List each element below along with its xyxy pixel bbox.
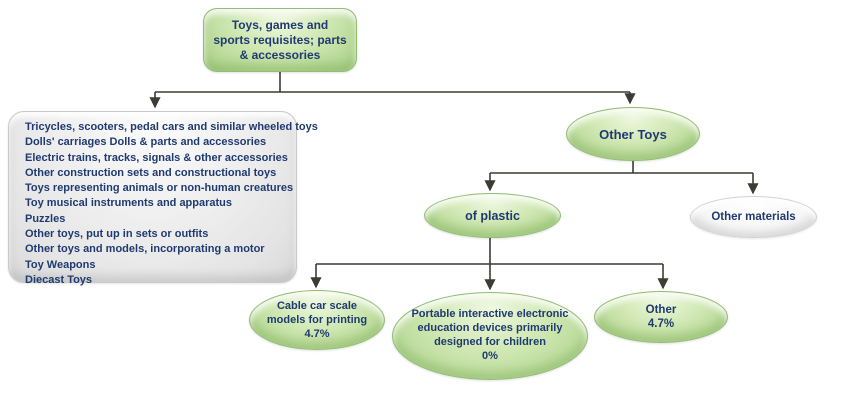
node-portable-devices-label: Portable interactive electronic educatio… <box>411 308 569 348</box>
node-other-toys: Other Toys <box>566 107 700 161</box>
node-of-plastic-label: of plastic <box>465 208 520 223</box>
node-other-materials: Other materials <box>690 196 817 238</box>
node-other-leaf: Other 4.7% <box>594 291 728 343</box>
node-other-leaf-label: Other <box>645 303 677 316</box>
node-cable-car-label: Cable car scale models for printing <box>266 300 368 326</box>
node-root-label: Toys, games and sports requisites; parts… <box>213 17 347 62</box>
list-item: Dolls' carriages Dolls & parts and acces… <box>25 136 267 149</box>
list-item: Tricycles, scooters, pedal cars and simi… <box>25 121 318 133</box>
node-cable-car-value: 4.7% <box>304 328 330 340</box>
list-item: Toy Weapons <box>25 258 96 271</box>
list-item: Electric trains, tracks, signals & other… <box>25 151 288 164</box>
list-item: Toys representing animals or non-human c… <box>25 182 294 195</box>
list-item: Toy musical instruments and apparatus <box>25 197 233 210</box>
list-item: Diecast Toys <box>25 273 93 286</box>
node-other-leaf-value: 4.7% <box>647 318 675 330</box>
node-cable-car: Cable car scale models for printing 4.7% <box>249 290 385 350</box>
list-item: Other construction sets and construction… <box>25 166 277 179</box>
node-other-materials-label: Other materials <box>711 211 796 223</box>
list-item: Other toys, put up in sets or outfits <box>25 228 209 241</box>
node-other-toys-label: Other Toys <box>599 126 667 142</box>
node-of-plastic: of plastic <box>424 193 561 238</box>
node-portable-devices-value: 0% <box>482 349 498 362</box>
list-item: Other toys and models, incorporating a m… <box>25 243 265 256</box>
list-item: Puzzles <box>25 212 66 225</box>
node-portable-devices: Portable interactive electronic educatio… <box>392 292 588 380</box>
category-list-box: Tricycles, scooters, pedal cars and simi… <box>8 111 318 286</box>
node-root: Toys, games and sports requisites; parts… <box>203 8 357 72</box>
